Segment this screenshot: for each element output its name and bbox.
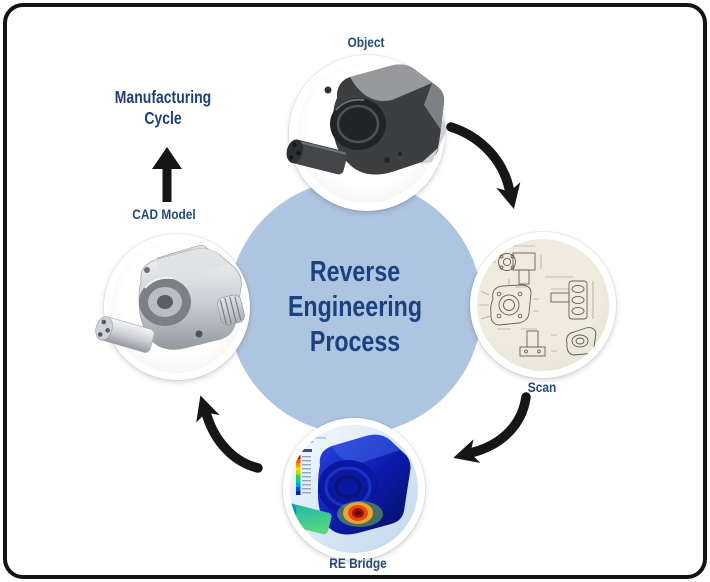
arrow-object-to-scan [446, 122, 521, 210]
node-scan-circle [470, 232, 616, 378]
technical-drawing-icon [479, 245, 597, 357]
label-cad-model: CAD Model [132, 206, 196, 222]
node-cad-model-circle [104, 234, 250, 380]
label-scan: Scan [527, 379, 557, 395]
node-object-circle [289, 55, 445, 211]
title-line-1: Reverse [309, 255, 401, 288]
label-re-bridge: RE Bridge [329, 555, 387, 571]
title-line-3: Process [309, 325, 401, 358]
title-line-2: Engineering [287, 290, 423, 323]
up-arrow-icon [152, 147, 182, 202]
label-object: Object [347, 34, 385, 50]
node-re-bridge-circle [283, 418, 425, 560]
center-circle: Reverse Engineering Process [228, 180, 482, 434]
arrow-scan-to-re-bridge [453, 392, 531, 464]
label-manufacturing-cycle: Manufacturing Cycle [114, 87, 212, 128]
arrow-re-bridge-to-cad-model [196, 395, 263, 473]
fea-color-analysis-icon [290, 433, 411, 535]
